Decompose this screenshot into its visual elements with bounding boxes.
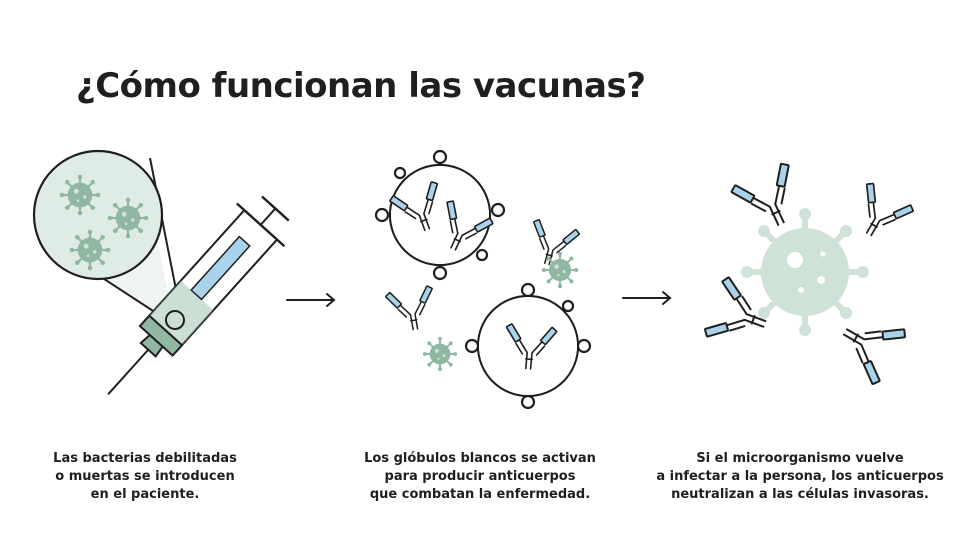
white-blood-cell-icon (374, 149, 506, 281)
antibody-icon (384, 284, 440, 335)
arrow-right-icon (622, 291, 672, 305)
step-1-line-1: Las bacterias debilitadas (53, 451, 237, 466)
arrow-right-icon (286, 293, 336, 307)
step-2-line-2: para producir anticuerpos (384, 469, 576, 484)
step-3-caption: Si el microorganismo vuelve a infectar a… (655, 450, 945, 504)
step-3-line-2: a infectar a la persona, los anticuerpos (656, 469, 944, 484)
step-2-line-3: que combatan la enfermedad. (369, 487, 591, 502)
virus-icon (741, 208, 869, 336)
antibody-icon (728, 159, 811, 238)
page-title: ¿Cómo funcionan las vacunas? (76, 66, 646, 106)
white-blood-cell-icon (464, 282, 592, 410)
step-1-line-2: o muertas se introducen (55, 469, 235, 484)
step-3-line-1: Si el microorganismo vuelve (696, 451, 904, 466)
step-1-line-3: en el paciente. (90, 487, 200, 502)
antibody-icon (844, 179, 917, 249)
step-3-line-3: neutralizan a las células invasoras. (671, 487, 929, 502)
virus-icon (421, 335, 459, 373)
step-2-caption: Los glóbulos blancos se activan para pro… (355, 450, 605, 504)
magnifier-icon (32, 149, 183, 325)
step-2-line-1: Los glóbulos blancos se activan (364, 451, 596, 466)
syringe-icon (107, 195, 290, 395)
step-1-caption: Las bacterias debilitadas o muertas se i… (40, 450, 250, 504)
virus-icon (540, 250, 580, 290)
